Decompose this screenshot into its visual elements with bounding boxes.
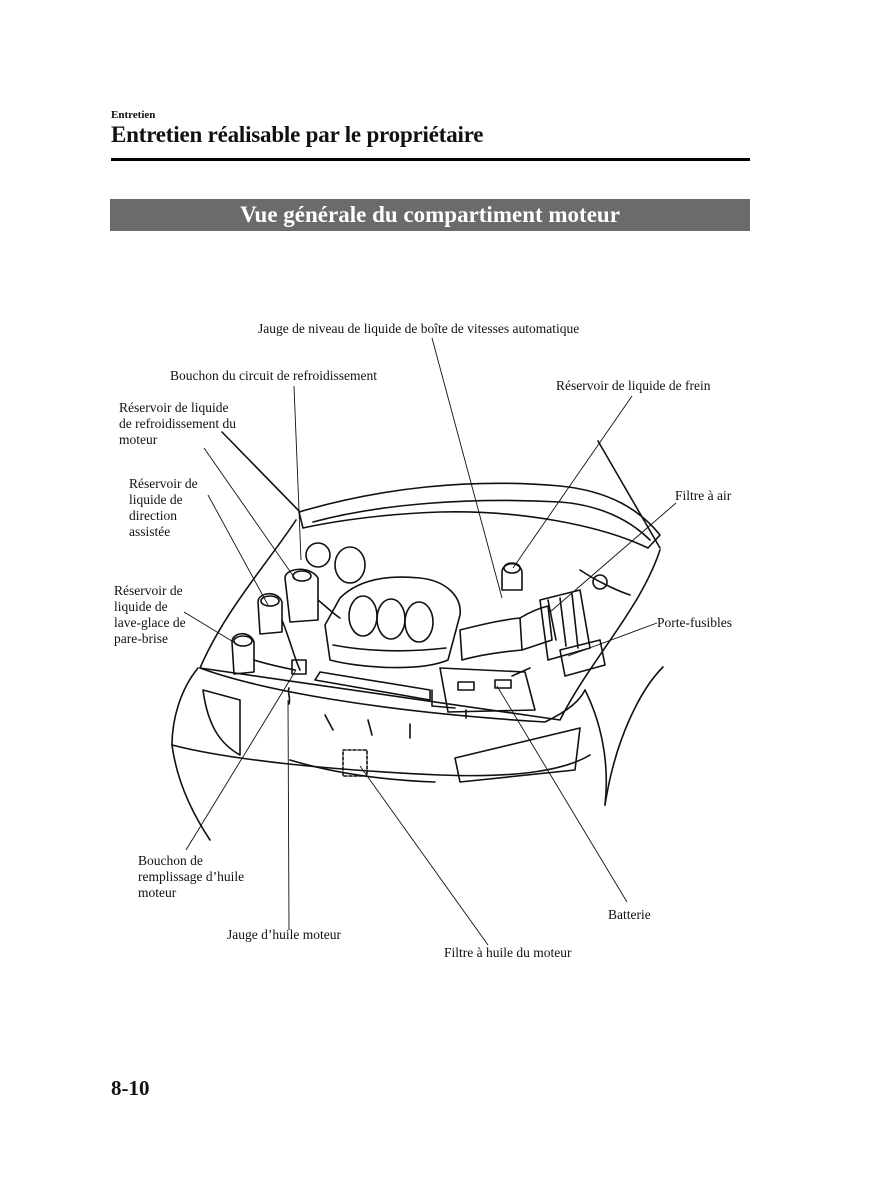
brake-reservoir [501,562,523,591]
power-steering-reservoir [257,592,283,635]
label-oil-filter: Filtre à huile du moteur [444,945,572,960]
title-rule [111,158,750,161]
oil-dipstick [287,687,291,705]
label-air-filter: Filtre à air [675,488,732,503]
section-label: Entretien [111,109,156,121]
page-number: 8-10 [111,1076,150,1100]
battery-box [439,667,536,713]
oil-filler-cap [291,659,307,675]
label-power-steering: Réservoir de liquide de direction assist… [129,476,198,539]
coolant-reservoir [284,568,319,623]
hood-prop-right [597,440,661,549]
hood-outline [298,482,661,549]
label-oil-dipstick: Jauge d’huile moteur [227,927,341,942]
label-fuse-box: Porte-fusibles [657,615,732,630]
label-coolant-cap: Bouchon du circuit de refroidissement [170,368,377,383]
page-title: Entretien réalisable par le propriétaire [111,122,484,147]
engine-bay-rim [199,519,661,721]
right-headlight [454,727,581,783]
air-intake-duct [459,617,523,661]
coolant-cap [305,542,331,568]
label-coolant-reservoir: Réservoir de liquide de refroidissement … [119,400,236,447]
fuse-box [559,639,606,677]
label-battery: Batterie [608,907,651,922]
hood-prop-left [221,431,301,513]
section-banner: Vue générale du compartiment moteur [110,199,750,231]
engine-cover [324,576,461,669]
label-oil-filler-cap: Bouchon de remplissage d’huile moteur [138,853,245,900]
label-brake-reservoir: Réservoir de liquide de frein [556,378,711,393]
oil-filter-marker [342,749,368,777]
label-transmission-dipstick: Jauge de niveau de liquide de boîte de v… [258,321,580,336]
label-washer-reservoir: Réservoir de liquide de lave-glace de pa… [114,583,186,646]
left-headlight [202,689,241,756]
washer-reservoir [231,632,255,675]
